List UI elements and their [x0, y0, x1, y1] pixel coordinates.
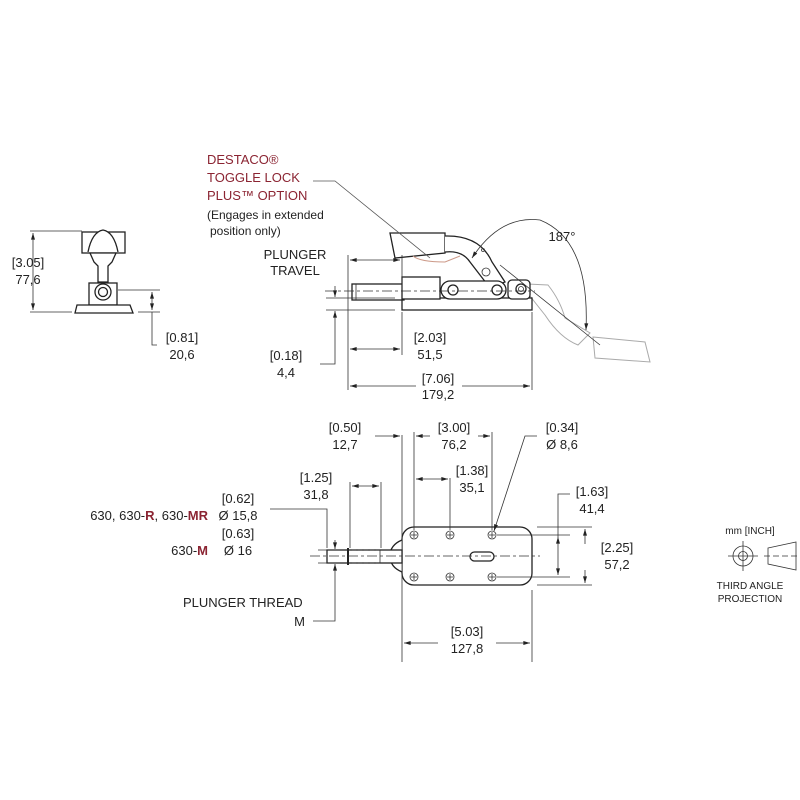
third-angle-projection-icon: [728, 541, 799, 571]
dim-plunger-dia-b-mm: Ø 16: [224, 543, 252, 558]
dim-travel-inch: [2.03]: [414, 330, 447, 345]
dim-hole-mid-mm: 35,1: [459, 480, 484, 495]
dim-thread-len-mm: 31,8: [303, 487, 328, 502]
callout-brand: DESTACO®: [207, 152, 279, 167]
callout-plus-option: PLUS™ OPTION: [207, 188, 307, 203]
dim-plunger-dia-a-mm: Ø 15,8: [218, 508, 257, 523]
dim-overall-length-inch: [7.06]: [422, 371, 455, 386]
dim-edge-to-hole-mm: 12,7: [332, 437, 357, 452]
dim-base-length-inch: [5.03]: [451, 624, 484, 639]
side-view: [313, 180, 651, 390]
dim-hole-width-mm: 41,4: [579, 501, 604, 516]
plunger-travel-label-2: TRAVEL: [270, 263, 320, 278]
dim-hole-dia-mm: Ø 8,6: [546, 437, 578, 452]
model-list-b: 630-M: [171, 543, 208, 558]
dim-height-total-mm: 77,6: [15, 272, 40, 287]
dim-travel-mm: 51,5: [417, 347, 442, 362]
dim-hole-mid-inch: [1.38]: [456, 463, 489, 478]
dim-center-height-mm: 20,6: [169, 347, 194, 362]
callout-note-2: position only): [210, 224, 281, 238]
dim-base-width-inch: [2.25]: [601, 540, 634, 555]
model-list-a: 630, 630-R, 630-MR: [90, 508, 208, 523]
dim-hole-spacing-inch: [3.00]: [438, 420, 471, 435]
dim-plunger-dia-b-inch: [0.63]: [222, 526, 255, 541]
dim-center-height-inch: [0.81]: [166, 330, 199, 345]
callout-toggle-lock: TOGGLE LOCK: [207, 170, 300, 185]
dim-base-length-mm: 127,8: [451, 641, 484, 656]
projection-label-2: PROJECTION: [718, 594, 782, 605]
dim-hole-dia-inch: [0.34]: [546, 420, 579, 435]
dim-edge-to-hole-inch: [0.50]: [329, 420, 362, 435]
dim-overall-length-mm: 179,2: [422, 387, 455, 402]
projection-label-1: THIRD ANGLE: [717, 581, 784, 592]
dim-plunger-dia-a-inch: [0.62]: [222, 491, 255, 506]
dim-hole-width-inch: [1.63]: [576, 484, 609, 499]
swing-angle: 187°: [549, 229, 576, 244]
dim-hole-spacing-mm: 76,2: [441, 437, 466, 452]
end-view: [30, 229, 160, 346]
mounting-holes: [409, 530, 497, 582]
units-label: mm [INCH]: [725, 526, 775, 537]
plan-view: [270, 432, 592, 662]
dim-thread-len-inch: [1.25]: [300, 470, 333, 485]
dim-base-thickness-mm: 4,4: [277, 365, 295, 380]
callout-note-1: (Engages in extended: [207, 208, 324, 222]
dim-base-thickness-inch: [0.18]: [270, 348, 303, 363]
plunger-thread-value: M: [294, 614, 305, 629]
plunger-thread-label: PLUNGER THREAD: [183, 595, 303, 610]
plunger-travel-label-1: PLUNGER: [264, 247, 327, 262]
dim-height-total-inch: [3.05]: [12, 255, 45, 270]
dim-base-width-mm: 57,2: [604, 557, 629, 572]
